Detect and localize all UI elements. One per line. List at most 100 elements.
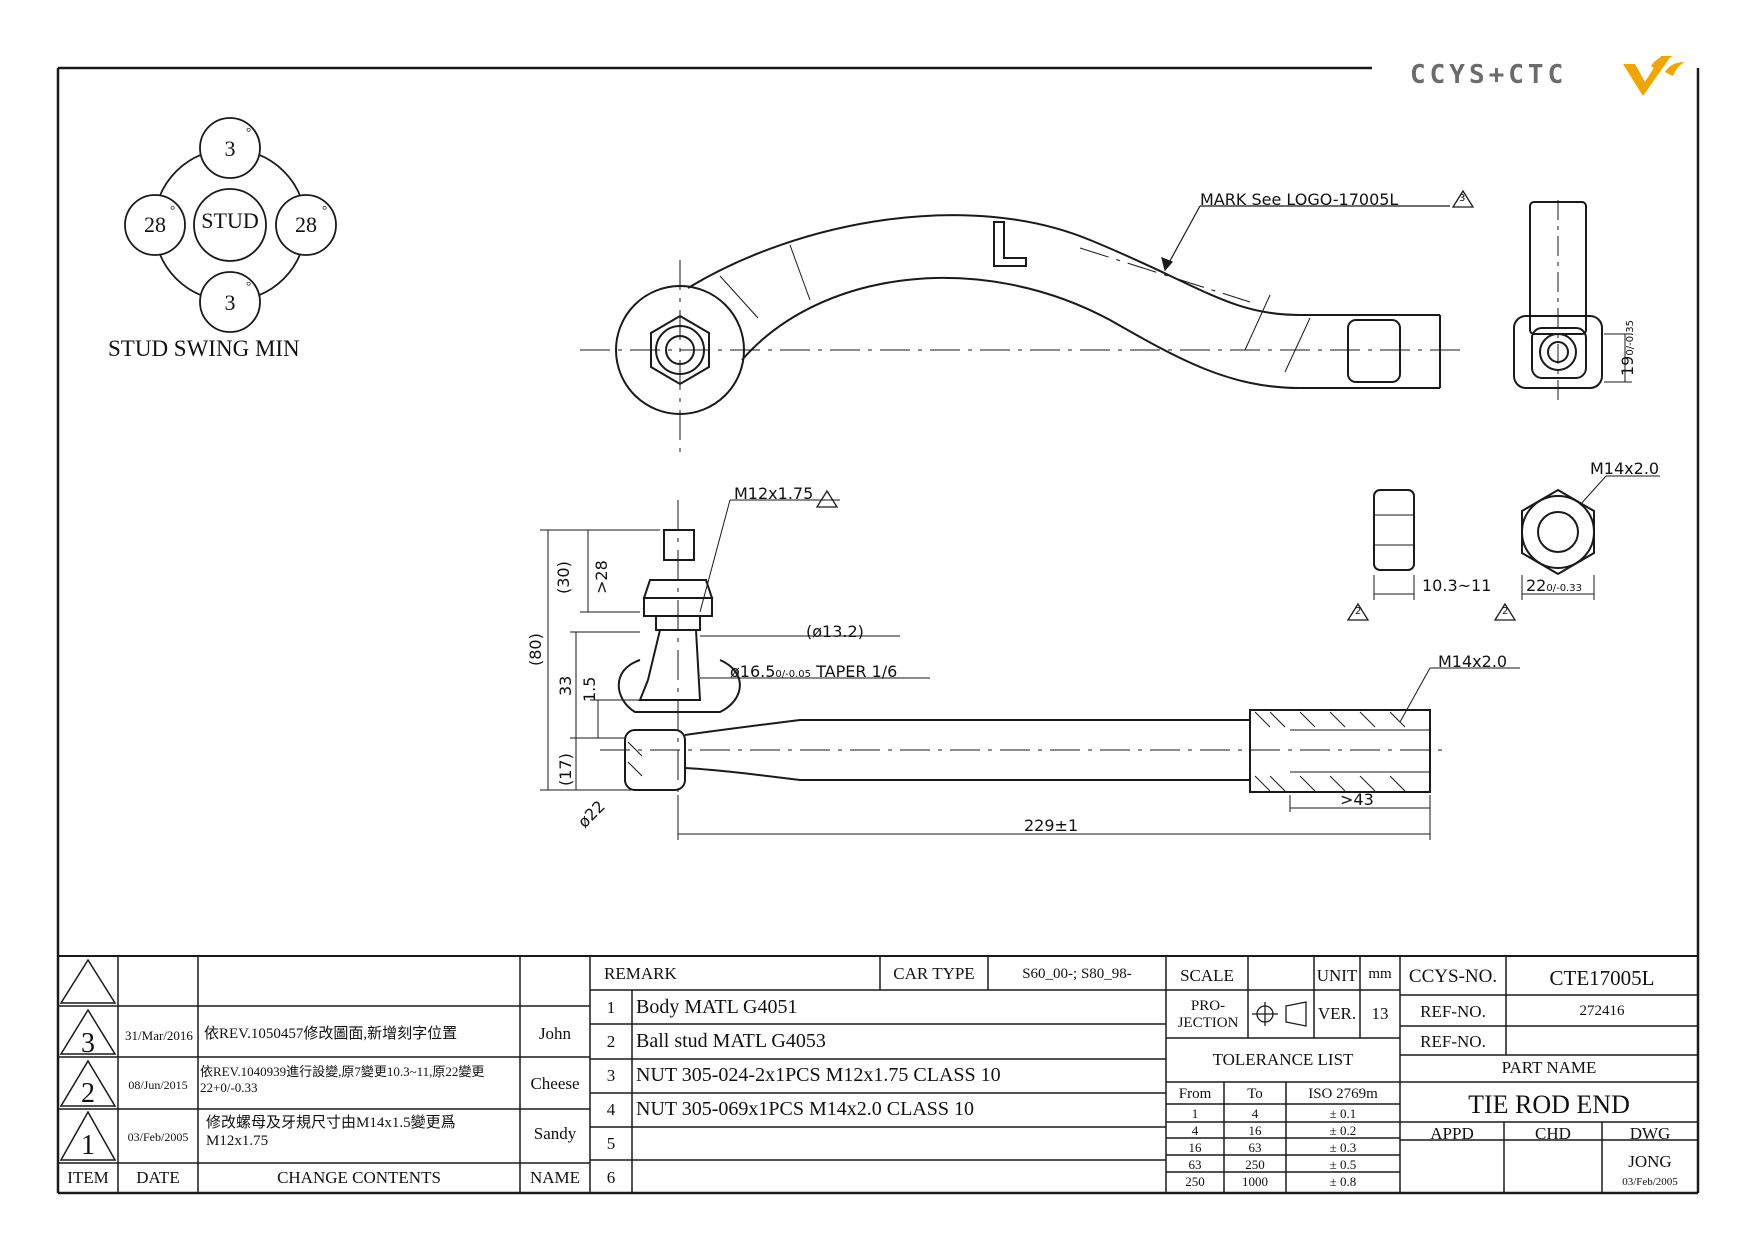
ccys-no-value: CTE17005L [1549, 966, 1655, 990]
front-view [617, 529, 1431, 793]
tol-header-from: From [1178, 1086, 1212, 1102]
engraving-l [993, 221, 1027, 267]
rev-name-1: Sandy [533, 1124, 577, 1143]
side-view [1513, 200, 1632, 400]
nut-views [1373, 475, 1660, 600]
swing-title: STUD SWING MIN [108, 336, 300, 361]
degree-mark-top: ° [246, 124, 252, 139]
front-view-hatch [627, 711, 1406, 792]
dim-28: >28 [592, 560, 611, 594]
dim-nut-height: 10.3~11 [1422, 576, 1492, 595]
dim-30: (30) [554, 561, 573, 594]
remark-text-1: Body MATL G4051 [636, 996, 798, 1018]
logo: CCYS+CTC [1410, 48, 1700, 100]
remark-no-4: 4 [606, 1100, 616, 1119]
remark-text-3: NUT 305-024-2x1PCS M12x1.75 CLASS 10 [636, 1064, 1001, 1086]
rev-date-2: 08/Jun/2015 [128, 1078, 188, 1092]
dim-nut-width: 220/-0.33 [1526, 576, 1582, 595]
appd-label: APPD [1430, 1124, 1474, 1143]
ver-label: VER. [1317, 1004, 1357, 1023]
rev-name-2: Cheese [530, 1074, 580, 1093]
tol-row-4-from: 63 [1188, 1157, 1202, 1172]
rev-item-2: 2 [81, 1078, 95, 1109]
rev-date-1: 03/Feb/2005 [127, 1130, 189, 1144]
dim-43: >43 [1340, 790, 1374, 809]
remark-text-4: NUT 305-069x1PCS M14x2.0 CLASS 10 [636, 1098, 975, 1120]
remark-no-6: 6 [606, 1168, 616, 1187]
swing-left-value: 28 [144, 212, 166, 237]
dim-1-5: 1.5 [580, 676, 599, 702]
rev-item-3: 3 [81, 1028, 95, 1059]
title-block-grid [58, 956, 1698, 1193]
tol-header-to: To [1247, 1086, 1263, 1102]
front-view-dims [540, 499, 1520, 840]
dim-17: (17) [556, 753, 575, 786]
tol-row-3-to: 63 [1248, 1140, 1262, 1155]
degree-mark-left: ° [170, 202, 176, 217]
rev-date-3: 31/Mar/2016 [125, 1028, 193, 1043]
tol-row-5-val: ± 0.8 [1329, 1174, 1357, 1189]
drawing-frame [56, 66, 1700, 1195]
rev-content-1: 修改螺母及牙規尺寸由M14x1.5變更爲M12x1.75 [206, 1115, 456, 1149]
rev-header-item: ITEM [67, 1168, 109, 1187]
dim-13-2: (ø13.2) [806, 622, 864, 641]
mark-note-flag: 3 [1459, 193, 1466, 204]
rev-name-3: John [538, 1024, 572, 1043]
tol-row-5-to: 1000 [1242, 1174, 1268, 1189]
tol-row-2-to: 16 [1248, 1123, 1262, 1138]
tol-row-1-from: 1 [1191, 1106, 1199, 1121]
top-view [615, 214, 1441, 415]
swing-top-value: 3 [224, 136, 236, 161]
dim-thread-m14-rod: M14x2.0 [1438, 652, 1508, 671]
swing-center-label: STUD [201, 208, 259, 233]
remark-label: REMARK [604, 964, 677, 983]
swing-bottom-value: 3 [224, 290, 236, 315]
chd-label: CHD [1535, 1124, 1571, 1143]
dim-33: 33 [556, 675, 575, 696]
tol-row-4-to: 250 [1245, 1157, 1265, 1172]
projection-symbol-icon [1252, 1001, 1307, 1027]
nut-width-flag: 2 [1502, 606, 1509, 617]
car-type-value: S60_00-; S80_98- [1022, 966, 1132, 982]
front-view-centerlines [600, 500, 1450, 810]
tol-row-2-from: 4 [1191, 1123, 1199, 1138]
rev-header-name: NAME [529, 1168, 581, 1187]
tol-row-1-val: ± 0.1 [1329, 1106, 1357, 1121]
rev-item-1: 1 [81, 1130, 95, 1161]
scale-label: SCALE [1180, 966, 1234, 985]
dim-square-height: 190/-0.35 [1618, 320, 1637, 376]
dim-80: (80) [526, 633, 545, 666]
rev-item-flag-icons [59, 958, 117, 1161]
dwg-date: 03/Feb/2005 [1622, 1176, 1678, 1188]
ref-no-label: REF-NO. [1420, 1002, 1486, 1021]
engraving-letter: L [1040, 215, 1041, 216]
tol-row-1-to: 4 [1251, 1106, 1259, 1121]
rev-content-3: 依REV.1050457修改圖面,新增刻字位置 [204, 1026, 458, 1042]
tol-row-5-from: 250 [1185, 1174, 1205, 1189]
dim-taper: ø16.50/-0.05 TAPER 1/6 [730, 662, 898, 681]
unit-value: mm [1368, 966, 1392, 982]
degree-mark-bottom: ° [246, 278, 252, 293]
rev-flag-icons [815, 189, 1517, 621]
ver-value: 13 [1371, 1004, 1389, 1023]
swing-right-value: 28 [295, 212, 317, 237]
part-name-label: PART NAME [1501, 1058, 1597, 1077]
part-name-value: TIE ROD END [1468, 1090, 1630, 1119]
remark-no-5: 5 [606, 1134, 616, 1153]
remark-no-3: 3 [606, 1066, 616, 1085]
tol-row-3-val: ± 0.3 [1329, 1140, 1357, 1155]
tol-header-iso: ISO 2769m [1308, 1086, 1378, 1102]
tolerance-title: TOLERANCE LIST [1212, 1050, 1354, 1069]
car-type-label: CAR TYPE [893, 964, 975, 983]
ccys-no-label: CCYS-NO. [1408, 966, 1498, 987]
remark-text-2: Ball stud MATL G4053 [636, 1030, 826, 1052]
rev-content-2: 依REV.1040939進行設變,原7變更10.3~11,原22變更22+0/-… [200, 1064, 485, 1095]
tol-row-3-from: 16 [1188, 1140, 1202, 1155]
top-view-centerlines [580, 247, 1460, 455]
dim-thread-m14-nut: M14x2.0 [1590, 459, 1660, 478]
remark-no-2: 2 [606, 1032, 616, 1051]
dwg-label: DWG [1629, 1124, 1671, 1143]
rev-header-date: DATE [136, 1168, 180, 1187]
dim-thread-m12: M12x1.75 [734, 484, 814, 503]
